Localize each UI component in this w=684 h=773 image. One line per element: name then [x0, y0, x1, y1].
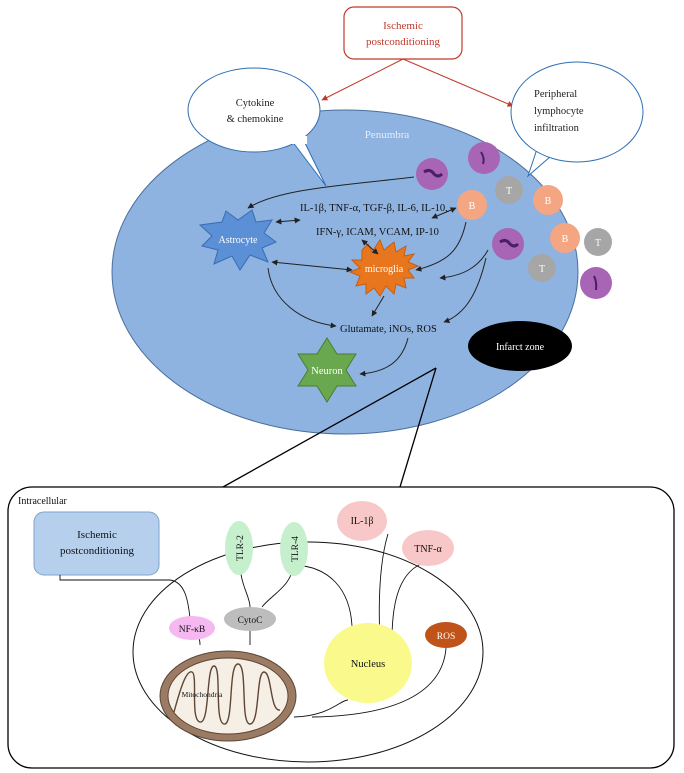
nucleus-label: Nucleus — [351, 659, 385, 670]
nfkb-bubble — [169, 616, 215, 640]
mitochondria-inner — [167, 657, 289, 735]
infarct-zone-label: Infarct zone — [496, 342, 545, 353]
neutrophil-cell — [492, 228, 524, 260]
tnfa-bubble — [402, 530, 454, 566]
arrow-astrocyte-mediators — [275, 217, 301, 225]
arrow-microglia-to-glutamate — [371, 295, 385, 317]
peripheral-line1: Peripheral — [534, 89, 577, 100]
neutrophil-cells — [416, 142, 612, 299]
cytoc-label: CytoC — [238, 616, 263, 626]
cytokine-line1: Cytokine — [236, 98, 275, 109]
arrow-to-cytokine — [321, 58, 404, 101]
ros-label: ROS — [437, 632, 455, 642]
cytokine-line2: & chemokine — [227, 114, 284, 125]
neutrophil-cell — [416, 158, 448, 190]
penumbra-label: Penumbra — [365, 129, 410, 141]
cytoc-bubble — [224, 607, 276, 631]
mediators-line2: IFN-γ, ICAM, VCAM, IP-10 — [316, 227, 439, 238]
b-cell — [533, 185, 563, 215]
glutamate-label: Glutamate, iNOs, ROS — [340, 324, 437, 335]
peripheral-bubble — [510, 61, 644, 163]
mitochondria: Mitochondria — [159, 650, 297, 742]
mitochondria-label: Mitochondria — [182, 690, 223, 699]
b-cell — [457, 190, 487, 220]
il1b-bubble — [337, 501, 387, 541]
t-cell — [495, 176, 523, 204]
ros-bubble — [425, 622, 467, 648]
ischemic-box-intra-line1: Ischemic — [77, 529, 117, 541]
cytokine-bubble — [187, 67, 321, 153]
arrow-astrocyte-to-glutamate — [267, 267, 337, 329]
arrow-mediators-bcell — [431, 207, 457, 219]
microglia-label: microglia — [365, 264, 404, 275]
tlr4-receptor — [280, 522, 308, 576]
arrow-glutamate-to-neuron — [359, 337, 409, 377]
b-cell-label: B — [562, 234, 569, 245]
b-cell — [550, 223, 580, 253]
tlr2-label: TLR-2 — [236, 535, 246, 561]
ischemic-box-intra-line2: postconditioning — [60, 545, 134, 557]
arrow-to-peripheral — [402, 58, 514, 107]
neuron-label: Neuron — [311, 366, 343, 377]
t-cell-label: T — [506, 186, 512, 197]
t-cell — [584, 228, 612, 256]
mitochondria-cristae — [173, 663, 281, 725]
astrocyte-shape — [198, 209, 277, 271]
arrow-mediators-microglia — [361, 239, 379, 255]
b-cells: B B B — [457, 185, 580, 253]
neuron-shape — [297, 337, 357, 403]
tnfa-label: TNF-α — [414, 544, 442, 555]
arrow-neutrophil-to-astrocyte — [247, 176, 415, 209]
il1b-label: IL-1β — [351, 516, 374, 527]
t-cells: T T T — [495, 176, 612, 282]
astrocyte-label: Astrocyte — [219, 235, 258, 246]
arrow-astrocyte-microglia — [271, 259, 353, 273]
peripheral-line3: infiltration — [534, 123, 580, 134]
intracellular-label: Intracellular — [18, 496, 68, 507]
callout-line-left — [222, 367, 437, 488]
t-cell-label: T — [539, 264, 545, 275]
tlr4-label: TLR-4 — [291, 536, 301, 562]
top-arrows — [247, 176, 489, 377]
infarct-zone — [468, 321, 572, 371]
t-cell-label: T — [595, 238, 601, 249]
callout-line-right — [399, 367, 437, 488]
ischemic-box-intracellular — [33, 511, 160, 576]
b-cell-label: B — [545, 196, 552, 207]
ischemic-box-line2: postconditioning — [366, 36, 440, 48]
arrow-tcell-to-glutamate — [443, 257, 487, 323]
ischemic-postconditioning-box — [343, 6, 463, 60]
nfkb-label: NF-κB — [179, 625, 205, 635]
tlr2-receptor — [225, 521, 253, 575]
arrow-bcell-to-microglia — [415, 221, 467, 272]
ischemic-box-line1: Ischemic — [383, 20, 423, 32]
mediators-line1: IL-1β, TNF-α, TGF-β, IL-6, IL-10, — [300, 203, 448, 214]
peripheral-line2: lymphocyte — [534, 106, 584, 117]
nucleus — [324, 623, 412, 703]
b-cell-label: B — [469, 201, 476, 212]
arrow-neutrophil-to-microglia — [439, 249, 489, 281]
t-cell — [528, 254, 556, 282]
